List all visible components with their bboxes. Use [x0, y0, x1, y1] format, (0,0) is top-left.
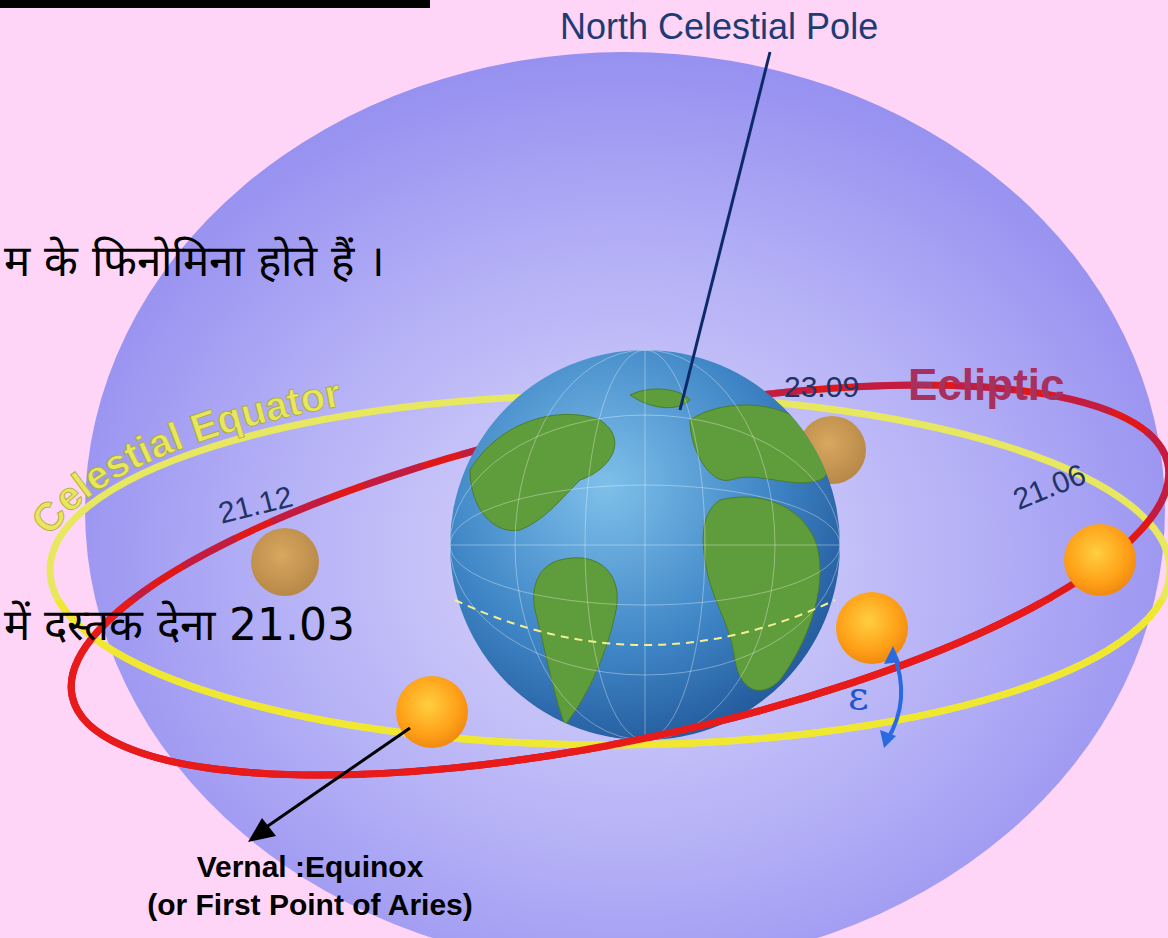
ecliptic-dashes	[39, 307, 1168, 853]
obliquity-arc	[887, 652, 901, 740]
ecliptic-label: Ecliptic	[908, 360, 1065, 411]
sun-june-front	[836, 592, 908, 664]
date-label: 21.12	[215, 479, 296, 531]
arrow-head	[880, 730, 896, 748]
arrow-head	[884, 646, 900, 664]
earth-globe	[450, 350, 840, 740]
date-label: 23.09	[784, 370, 859, 405]
top-bar	[0, 0, 430, 8]
equinox-leader	[262, 728, 410, 830]
sun-march	[396, 676, 468, 748]
hindi-text: में दस्तक देना 21.03	[4, 600, 355, 651]
equinox-label: (or First Point of Aries)	[147, 888, 473, 923]
hindi-text: म के फिनोमिना होते हैं ।	[4, 236, 385, 287]
date-label: 21.06	[1008, 457, 1091, 517]
celestial-sphere	[85, 52, 1165, 938]
equinox-label: Vernal :Equinox	[197, 850, 424, 885]
pole-leader	[680, 52, 770, 410]
arrow-head	[248, 818, 276, 842]
sun-june	[1064, 524, 1136, 596]
ecliptic-line	[39, 307, 1168, 853]
obliquity-symbol: ε	[848, 672, 869, 718]
equator-label: Celestial Equator	[22, 371, 344, 542]
sun-december	[251, 528, 319, 596]
equator-label: Celestial Equator	[22, 371, 344, 542]
pole-label: North Celestial Pole	[560, 6, 878, 47]
